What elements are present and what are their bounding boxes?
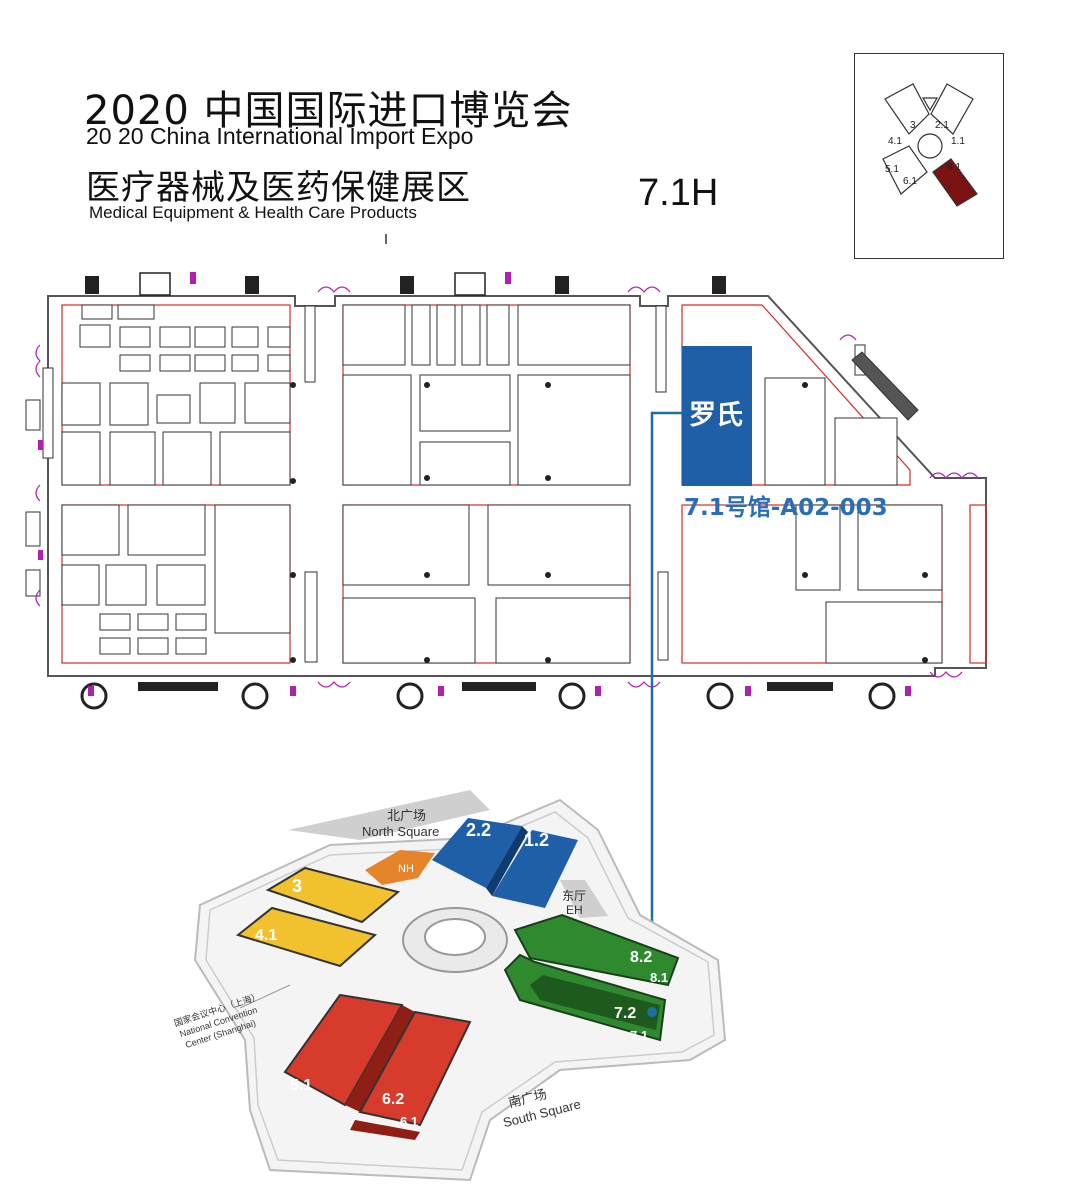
stair-icons bbox=[80, 272, 896, 710]
mini-north-marker bbox=[921, 97, 939, 112]
hall-label-4-1: 4.1 bbox=[255, 927, 277, 944]
mini-hall-sw bbox=[882, 145, 928, 195]
hall-label-8-1: 8.1 bbox=[650, 970, 668, 985]
mini-label-6-1: 6.1 bbox=[903, 176, 917, 187]
mini-hall-nw bbox=[884, 83, 930, 135]
mini-label-1-1: 1.1 bbox=[951, 136, 965, 147]
mini-label-8-1: 8.1 bbox=[947, 162, 961, 173]
hall-4-1 bbox=[235, 906, 378, 968]
mini-label-5-1: 5.1 bbox=[885, 164, 899, 175]
booth-location-marker bbox=[647, 1007, 657, 1017]
mini-label-4-1: 4.1 bbox=[888, 136, 902, 147]
hall-label-6-2: 6.2 bbox=[382, 1091, 404, 1108]
mini-map-graphic: 3 2.1 4.1 1.1 5.1 6.1 8.1 bbox=[882, 83, 978, 207]
hall-3 bbox=[265, 866, 401, 924]
building-outline bbox=[47, 295, 987, 677]
mini-locator-map: 3 2.1 4.1 1.1 5.1 6.1 8.1 bbox=[854, 53, 1004, 259]
hall-label-8-2: 8.2 bbox=[630, 949, 652, 966]
restroom-icons bbox=[38, 272, 911, 696]
hall-label-6-1: 6.1 bbox=[400, 1114, 418, 1129]
eh-en: EH bbox=[566, 903, 583, 917]
mini-center-ring bbox=[917, 133, 943, 159]
escalator-ne bbox=[851, 351, 919, 421]
mini-label-3: 3 bbox=[910, 120, 916, 131]
exhibitor-name: 罗氏 bbox=[689, 400, 743, 431]
nh-label: NH bbox=[398, 863, 414, 875]
hall-8-2 bbox=[513, 913, 680, 987]
eh-cn: 东厅 bbox=[562, 889, 586, 903]
hall-label-3: 3 bbox=[292, 876, 302, 896]
door-symbols bbox=[35, 286, 979, 688]
zone-title-en: Medical Equipment & Health Care Products bbox=[89, 203, 417, 222]
north-square-area bbox=[288, 790, 490, 840]
wall-section-g bbox=[969, 504, 987, 664]
hall-nh bbox=[365, 850, 435, 885]
zone-title: 医疗器械及医药保健展区 bbox=[86, 168, 471, 208]
booth-code: 7.1号馆-A02-003 bbox=[684, 494, 888, 521]
hall-label-5-1: 5.1 bbox=[290, 1077, 312, 1094]
hall-label-7-1: 7.1 bbox=[630, 1028, 648, 1043]
north-square-en: North Square bbox=[362, 824, 439, 839]
hall-6-2 bbox=[358, 1010, 472, 1127]
corridor-facilities bbox=[25, 305, 919, 663]
page-title: 2020 中国国际进口博览会 bbox=[84, 88, 573, 134]
hall-label-1-2: 1.2 bbox=[524, 830, 549, 850]
hall-2-2 bbox=[432, 818, 522, 888]
locator-line bbox=[650, 411, 682, 1012]
exhibitor-booth[interactable] bbox=[682, 346, 752, 486]
east-hall-area bbox=[560, 880, 608, 918]
north-square-cn: 北广场 bbox=[387, 808, 426, 823]
mini-label-2-1: 2.1 bbox=[935, 120, 949, 131]
mini-hall-highlight bbox=[932, 158, 978, 207]
venue-overview: 北广场 North Square NH 2.2 1.2 东厅 EH 3 4.1 … bbox=[172, 790, 727, 1182]
hall-label-2-2: 2.2 bbox=[466, 820, 491, 840]
page-title-en: 20 20 China International Import Expo bbox=[86, 123, 474, 149]
hall-label-7-2: 7.2 bbox=[614, 1005, 636, 1022]
mini-hall-ne bbox=[930, 83, 974, 135]
hall-1-2 bbox=[492, 830, 578, 908]
pillars bbox=[290, 382, 928, 663]
hall-code: 7.1H bbox=[638, 172, 719, 214]
booth-grid bbox=[61, 304, 943, 664]
